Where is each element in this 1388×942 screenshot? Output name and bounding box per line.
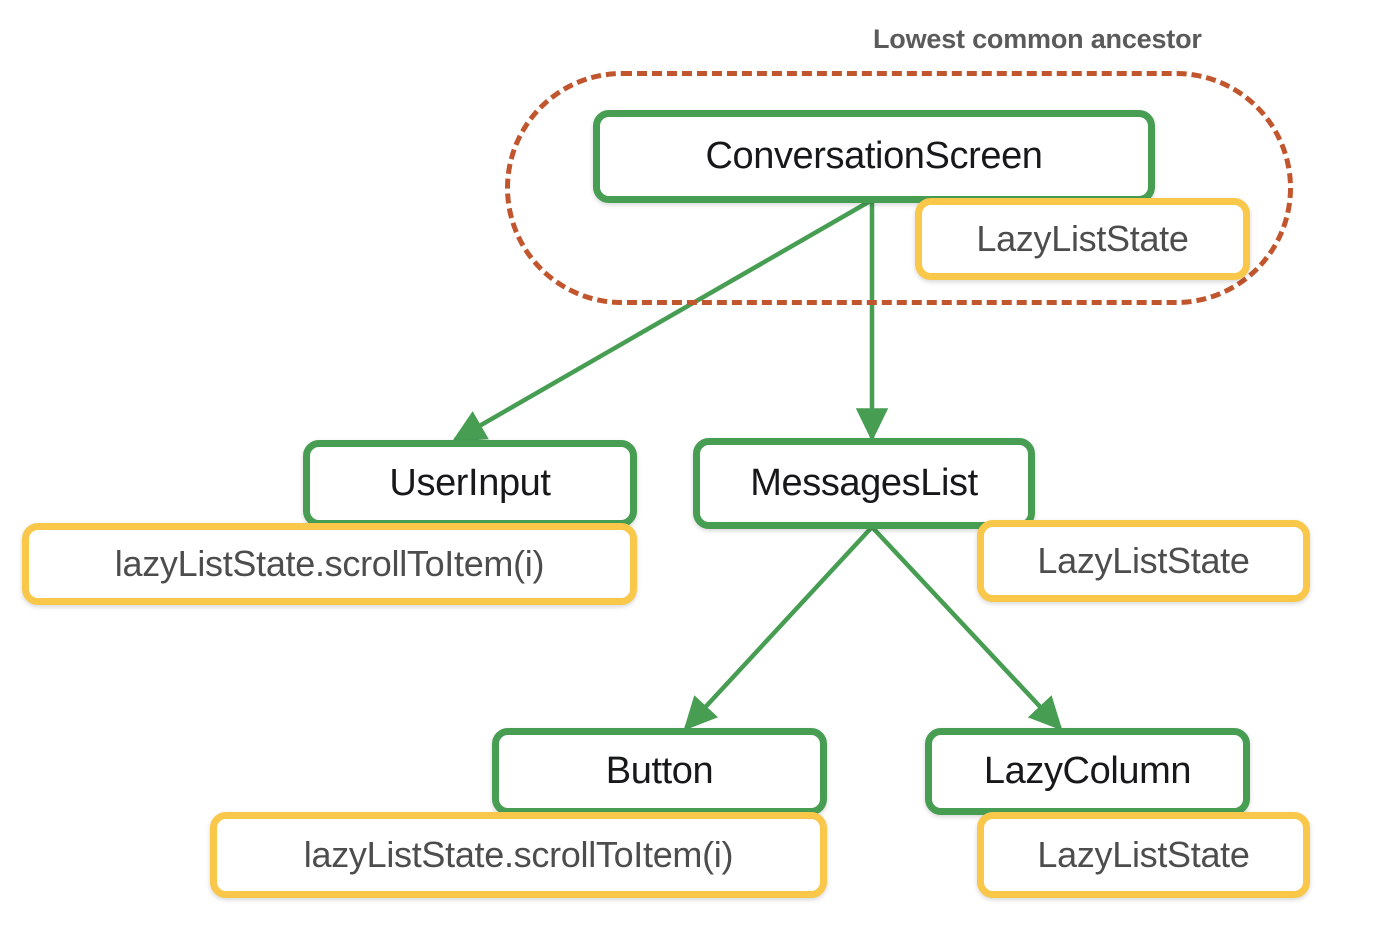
node-lazy-column[interactable]: LazyColumn	[925, 728, 1250, 815]
node-label: lazyListState.scrollToItem(i)	[114, 543, 545, 584]
node-label: LazyListState	[1037, 540, 1250, 581]
lowest-common-ancestor-region	[505, 71, 1293, 305]
node-messages-list-state[interactable]: LazyListState	[977, 520, 1310, 602]
node-lazy-column-state[interactable]: LazyListState	[977, 812, 1310, 898]
node-label: MessagesList	[750, 462, 978, 504]
node-label: LazyListState	[976, 218, 1189, 259]
node-user-input[interactable]: UserInput	[303, 440, 637, 527]
node-button-state[interactable]: lazyListState.scrollToItem(i)	[210, 812, 827, 898]
node-label: Button	[605, 750, 714, 792]
node-conversation-screen[interactable]: ConversationScreen	[593, 110, 1155, 203]
node-label: ConversationScreen	[705, 135, 1043, 177]
node-label: LazyListState	[1037, 834, 1250, 875]
node-conversation-screen-state[interactable]: LazyListState	[915, 198, 1250, 280]
node-label: lazyListState.scrollToItem(i)	[303, 834, 734, 875]
node-messages-list[interactable]: MessagesList	[693, 438, 1035, 529]
node-label: LazyColumn	[983, 750, 1192, 792]
node-label: UserInput	[389, 462, 551, 504]
node-button[interactable]: Button	[492, 728, 827, 815]
node-user-input-state[interactable]: lazyListState.scrollToItem(i)	[22, 523, 637, 605]
edge-messages-list-to-button	[683, 525, 874, 731]
page-title: Lowest common ancestor	[873, 24, 1202, 54]
